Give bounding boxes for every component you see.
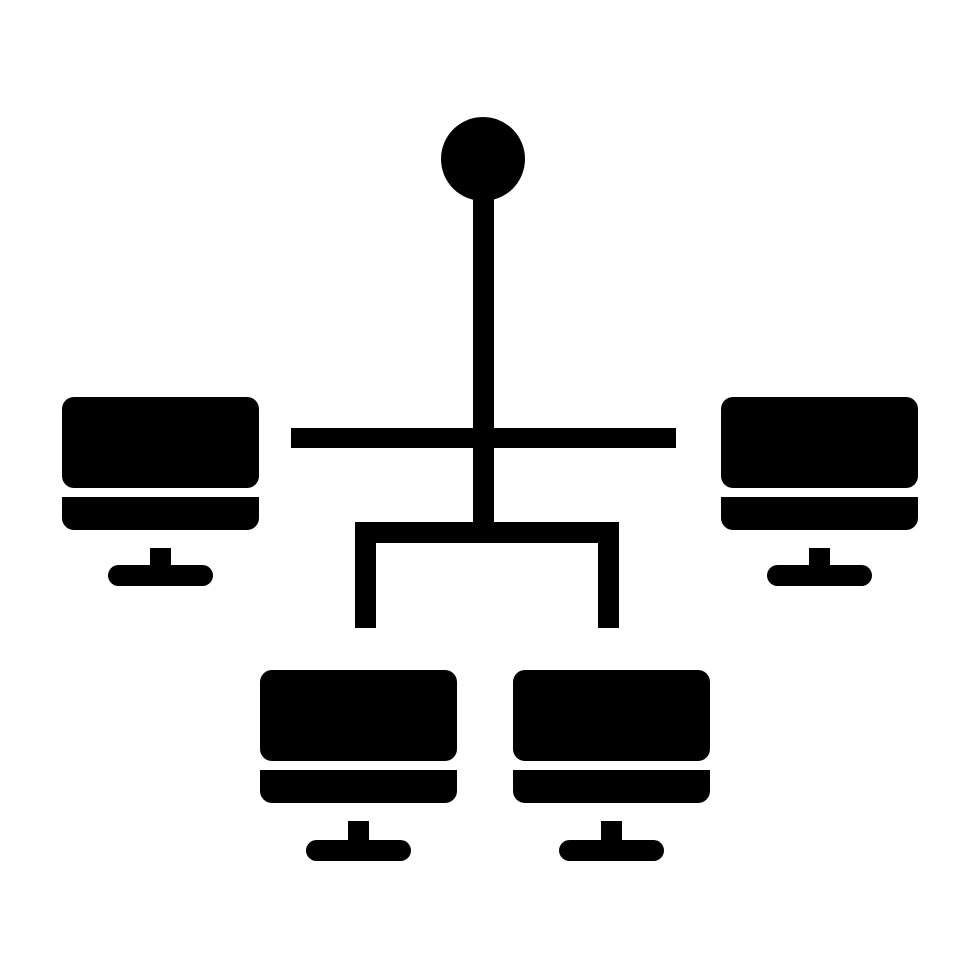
monitor-left-icon (62, 397, 259, 586)
connection-lines (291, 195, 676, 628)
monitor-bottom-right-icon (513, 670, 710, 861)
monitor-bottom-left-icon (260, 670, 457, 861)
horizontal-bus-line (291, 428, 676, 448)
branch-right-drop-line (598, 522, 619, 628)
trunk-line (473, 195, 494, 525)
hub-node-icon (441, 117, 525, 201)
monitor-right-icon (721, 397, 918, 586)
branch-bar-line (355, 522, 619, 543)
branch-left-drop-line (355, 522, 376, 628)
